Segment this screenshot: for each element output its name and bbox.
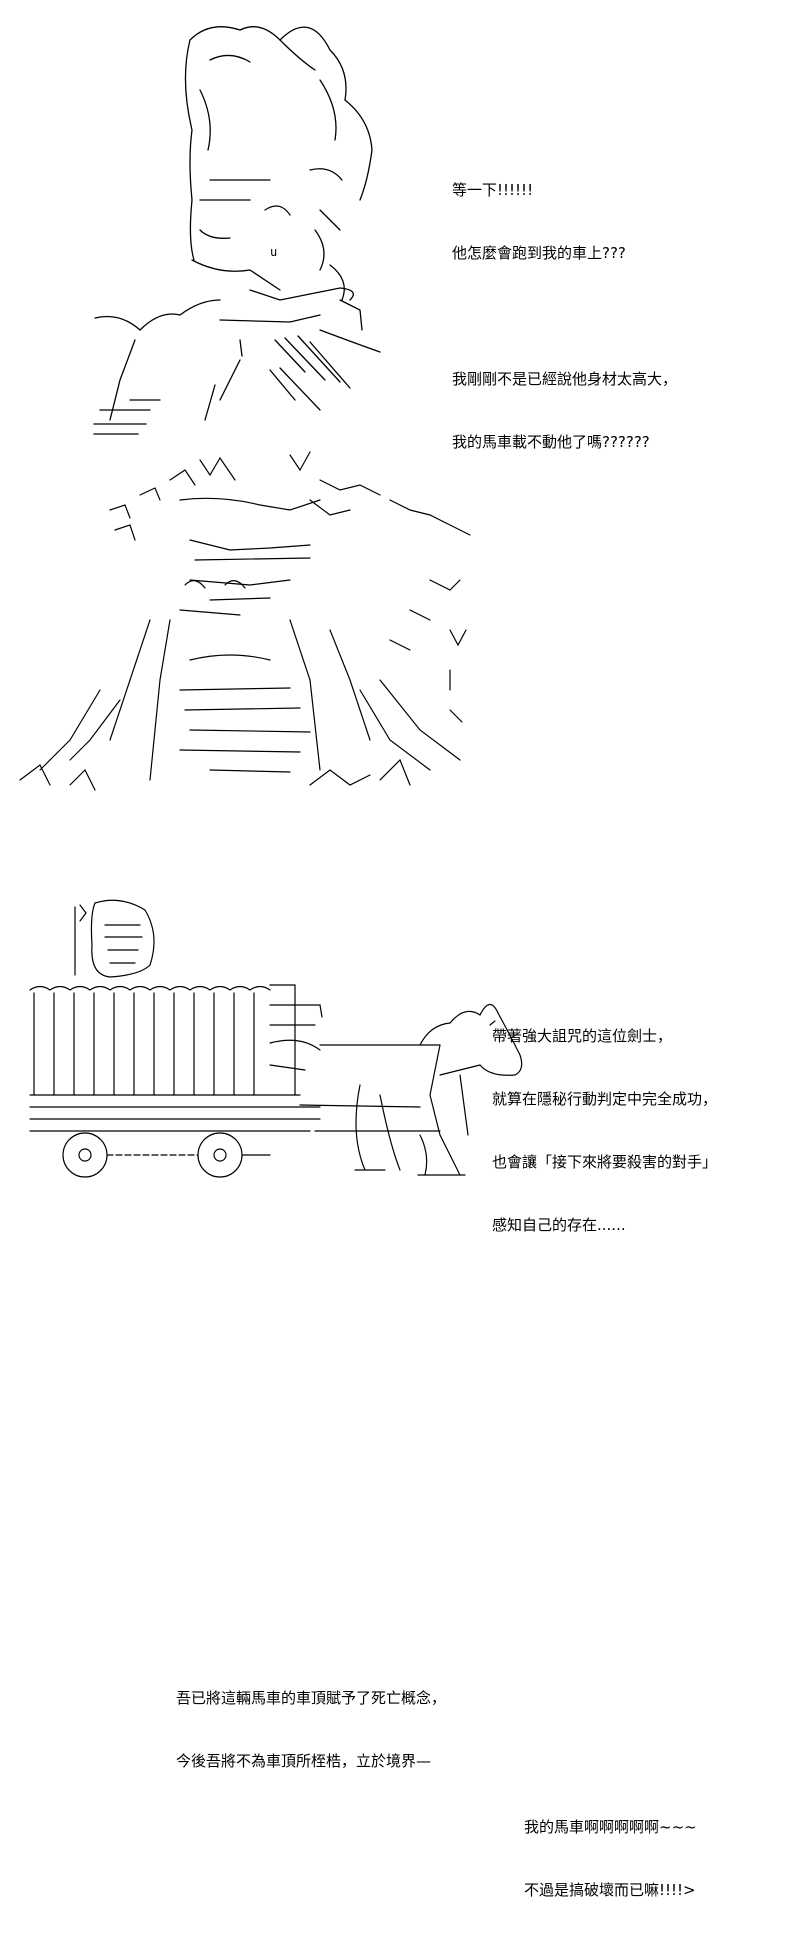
dialogue-owner-despair: 我的馬車啊啊啊啊啊~~~ 不過是搞破壞而已嘛!!!!>	[524, 1775, 697, 1943]
dialogue-line: 今後吾將不為車頂所桎梏，立於境界—	[176, 1752, 432, 1770]
panel-carriage: 吾已將這輛馬車的車頂賦予了死亡概念， 今後吾將不為車頂所桎梏，立於境界—	[0, 800, 800, 1899]
svg-text:u: u	[270, 245, 277, 259]
ascii-art-character-shocked: u	[80, 0, 400, 440]
dialogue-shock: 等一下!!!!!! 他怎麼會跑到我的車上??? 我剛剛不是已經說他身材太高大， …	[452, 138, 677, 495]
panel-shocked-character: u	[0, 0, 800, 451]
dialogue-line: 我的馬車載不動他了嗎??????	[452, 433, 650, 451]
dialogue-line: 感知自己的存在......	[492, 1216, 626, 1234]
ascii-art-carriage-and-horse	[20, 895, 540, 1195]
dialogue-gap	[452, 306, 677, 327]
dialogue-line: 我剛剛不是已經說他身材太高大，	[452, 370, 678, 388]
dialogue-line: 等一下!!!!!!	[452, 181, 534, 199]
dialogue-line: 我的馬車啊啊啊啊啊~~~	[524, 1818, 697, 1836]
dialogue-line: 吾已將這輛馬車的車頂賦予了死亡概念，	[176, 1689, 447, 1707]
panel-cursed-swordsman: 帶著強大詛咒的這位劍士， 就算在隱秘行動判定中完全成功， 也會讓「接下來將要殺害…	[0, 440, 800, 1234]
dialogue-line: 就算在隱秘行動判定中完全成功，	[492, 1090, 718, 1108]
dialogue-line: 帶著強大詛咒的這位劍士，	[492, 1027, 673, 1045]
dialogue-line: 也會讓「接下來將要殺害的對手」	[492, 1153, 718, 1171]
dialogue-swordsman-declaration: 吾已將這輛馬車的車頂賦予了死亡概念， 今後吾將不為車頂所桎梏，立於境界—	[176, 1646, 446, 1814]
dialogue-line: 不過是搞破壞而已嘛!!!!>	[524, 1881, 696, 1899]
ascii-art-cursed-swordsman	[10, 440, 480, 800]
dialogue-line: 他怎麼會跑到我的車上???	[452, 244, 626, 262]
